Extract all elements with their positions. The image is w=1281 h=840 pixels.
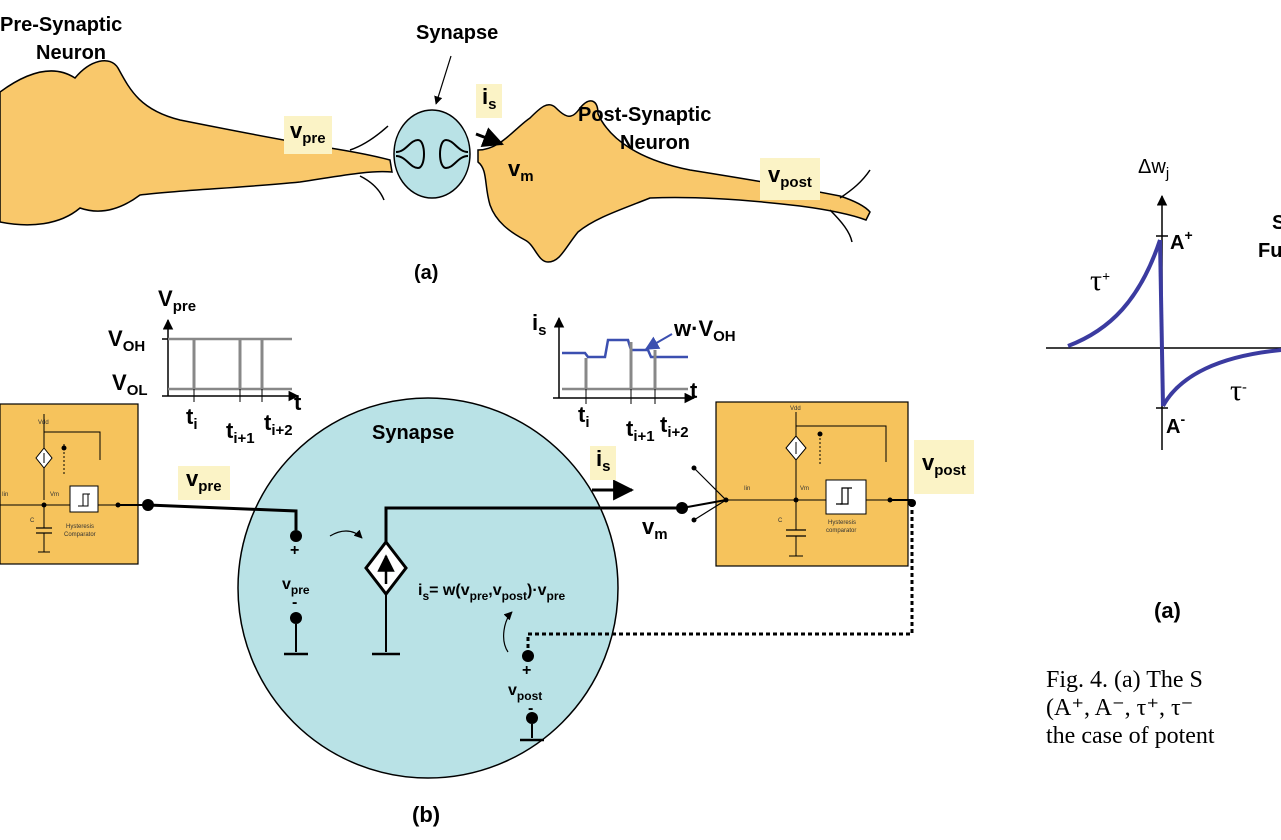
left-c: C — [30, 518, 35, 524]
vm-label-b: vm — [642, 514, 668, 544]
left-neuron-circuit — [0, 403, 139, 565]
synapse-equation: is= w(vpre,vpost)·vpre — [418, 582, 566, 603]
left-iin: Iin — [2, 492, 9, 498]
is-wave-ti2: ti+2 — [660, 412, 689, 442]
is-wave-t-axis: t — [690, 378, 698, 403]
vpost-source-label: vpost — [508, 682, 543, 703]
vpre-wave-ti1: ti+1 — [226, 418, 255, 448]
tau-minus-label: τ- — [1230, 374, 1247, 407]
synapse-title-b: Synapse — [372, 422, 455, 444]
vpre-wave-title: Vpre — [158, 286, 197, 316]
vpost-source-minus: - — [528, 700, 534, 717]
vpre-wave-ti: ti — [186, 404, 198, 434]
is-wave-ti1: ti+1 — [626, 416, 655, 446]
right-block-line2: comparator — [826, 528, 857, 534]
synapse-circle — [237, 397, 619, 779]
vpre-source-label: vpre — [282, 576, 310, 597]
left-block-line1: Hysteresis — [66, 524, 95, 530]
pre-neuron-title-line2: Neuron — [36, 42, 106, 64]
fig-caption-line1: Fig. 4. (a) The S — [1046, 667, 1203, 693]
panel-a-caption: (a) — [414, 262, 439, 284]
cut-label-s: S — [1272, 212, 1281, 234]
right-block-line1: Hysteresis — [828, 520, 857, 526]
left-vm: Vm — [50, 492, 60, 498]
is-arrow-a — [475, 127, 504, 148]
a-minus-label: A- — [1166, 411, 1186, 438]
synapse-title-a: Synapse — [416, 22, 499, 44]
synapse-wiring — [118, 465, 916, 742]
vpre-wave-t-axis: t — [294, 390, 302, 415]
post-neuron-title-line2: Neuron — [620, 132, 690, 154]
right-vm: Vm — [800, 486, 810, 492]
a-plus-label: A+ — [1170, 227, 1193, 254]
vol-label: VOL — [112, 370, 148, 400]
cut-label-fu: Fu — [1258, 240, 1281, 262]
right-neuron-circuit — [715, 401, 909, 567]
vpost-label-a: vpost — [760, 158, 820, 200]
fig-caption-line3: the case of potent — [1046, 723, 1215, 749]
stdp-plot — [1046, 194, 1281, 450]
vpre-waveform — [162, 318, 300, 402]
panel-b-caption: (b) — [412, 802, 441, 827]
right-c: C — [778, 518, 783, 524]
synapse-node — [393, 109, 471, 199]
vpre-source-plus: + — [290, 542, 300, 559]
vpre-label-a: vpre — [284, 116, 332, 154]
vpost-out-label: vpost — [914, 440, 974, 494]
vpost-source-plus: + — [522, 662, 532, 679]
synapse-pointer — [434, 55, 452, 105]
left-vdd: Vdd — [38, 420, 49, 426]
fig-caption-line2: (A⁺, A⁻, τ⁺, τ⁻ — [1046, 695, 1194, 721]
is-arrow-label: is — [590, 446, 617, 480]
is-wave-title: is — [532, 310, 547, 340]
voh-label: VOH — [108, 326, 146, 356]
left-block-line2: Comparator — [64, 532, 96, 538]
delta-w-label: Δwj — [1138, 156, 1170, 182]
right-panel-caption: (a) — [1154, 598, 1181, 623]
is-label-a: is — [476, 84, 503, 118]
post-neuron-title-line1: Post-Synaptic — [578, 104, 712, 126]
is-wave-ti: ti — [578, 402, 590, 432]
pre-neuron-title-line1: Pre-Synaptic — [0, 14, 123, 36]
right-vdd: Vdd — [790, 406, 801, 412]
vm-label-a: vm — [508, 156, 534, 186]
pre-synaptic-neuron — [0, 59, 393, 226]
vpre-wave-ti2: ti+2 — [264, 410, 293, 440]
vpre-source-minus: - — [292, 594, 298, 611]
right-iin: Iin — [744, 486, 751, 492]
tau-plus-label: τ+ — [1090, 264, 1111, 297]
is-waveform — [553, 316, 696, 404]
vpre-wire-label: vpre — [178, 466, 230, 500]
post-synaptic-neuron — [477, 100, 871, 263]
w-voh-label: w·VOH — [674, 316, 736, 346]
